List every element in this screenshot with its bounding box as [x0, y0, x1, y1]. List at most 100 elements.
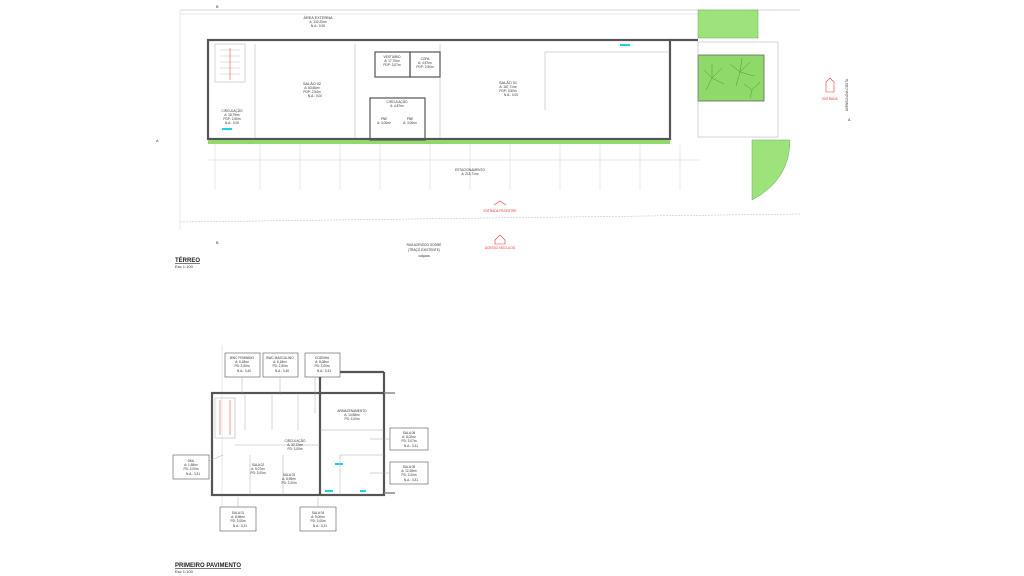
label: BWC FEMININO [230, 356, 254, 360]
label: (TRAÇO EXISTENTE) [408, 248, 440, 252]
label: N.A.: 0,00 [504, 93, 518, 97]
label: A: 8,95m² [282, 477, 296, 481]
parking-lines [208, 144, 700, 190]
terreo-scale: Esc 1:100 [175, 264, 194, 269]
label: A: 18,79m² [224, 113, 240, 117]
callout-cozinha: COZINHA A: 8,08m² PD: 3,00m N.A.: 3,31 [304, 352, 341, 413]
label: A: 9,07m² [251, 467, 265, 471]
label: PD: 2,50m [272, 364, 287, 368]
label: N.A.: 3,40 [275, 369, 289, 373]
label: A: 215,71m² [461, 172, 478, 176]
label: PD: 3,00m [401, 473, 416, 477]
label: DML [188, 459, 195, 463]
label: A: 9,00m² [311, 515, 325, 519]
primeiro-scale: Esc 1:100 [175, 569, 194, 574]
label: N.A.: 0,00 [225, 121, 239, 125]
section-mark-a-right: A [848, 118, 851, 122]
callout-dml: DML A: 1,68m² PD: 3,00m N.A.: 3,31 [172, 454, 224, 480]
estacionamento-label: ESTACIONAMENTO [455, 168, 485, 172]
armazenamento-label: ARMAZENAMENTO [337, 409, 367, 413]
street-name: RUA AZEVEDO SODRÉ [407, 242, 442, 247]
label: A: 3,00m² [403, 121, 417, 125]
copa-label: COPA [421, 57, 431, 61]
section-mark-a-left: A [156, 139, 159, 143]
label: PD: 3,00m [250, 471, 265, 475]
stair [214, 43, 246, 83]
label: BWC MASCULINO [266, 356, 294, 360]
label: PDP: 3,07m [383, 63, 401, 67]
callout-sala-06: SALA 06 A: 8,02m² PD: 3,07m N.A.: 3,31 [370, 427, 429, 451]
callout-bwc-masculino: BWC MASCULINO A: 6,18m² PD: 2,50m N.A.: … [262, 352, 299, 395]
label: COZINHA [315, 356, 330, 360]
label: PD: 3,00m [314, 364, 329, 368]
label: N.A.: 3,31 [233, 524, 247, 528]
first-floor-stair [214, 397, 236, 439]
label: B [216, 5, 219, 9]
terreo-plan: ÁREA EXTERNA A: 132,20m² N.A.: 0,00 SALÃ… [156, 5, 851, 269]
label: A: 14,58m² [344, 413, 360, 417]
label: A: 1,68m² [184, 463, 198, 467]
label: PNE [407, 117, 414, 121]
callout-sala-01: SALA 01 A: 8,96m² PD: 3,00m N.A.: 3,31 [219, 497, 257, 532]
label: A: 6,18m² [235, 360, 249, 364]
label: PNE [381, 117, 388, 121]
label: PD: 3,00m [183, 467, 198, 471]
grass-strip [208, 140, 670, 144]
label: PDP: 2,60m [223, 117, 241, 121]
label: A: 8,96m² [231, 515, 245, 519]
vestiario-label: VESTIÁRIO [383, 55, 401, 59]
label: N.A.: 3,31 [404, 478, 418, 482]
sala03-label: SALA 03 [283, 473, 296, 477]
label: A: 8,02m² [402, 435, 416, 439]
label: SALA 05 [403, 465, 416, 469]
callout-sala-05: SALA 05 A: 12,28m² PD: 3,00m N.A.: 3,31 [370, 461, 429, 485]
label: PD: 3,07m [401, 439, 416, 443]
callout-bwc-feminino: BWC FEMININO A: 6,18m² PD: 2,50m N.A.: 3… [224, 352, 261, 395]
label: ACESSO VEÍCULOS [485, 246, 515, 250]
label: A: 83,56m² [304, 86, 320, 90]
circulacao-label: CIRCULAÇÃO [387, 99, 408, 104]
label: A: 8,08m² [315, 360, 329, 364]
label: A: 132,20m² [309, 20, 326, 24]
callout-sala-04: SALA 04 A: 9,00m² PD: 3,00m N.A.: 3,31 [299, 497, 337, 532]
label: PD: 3,00m [281, 481, 296, 485]
label: PD: 2,50m [234, 364, 249, 368]
avenue-label: AVENIDA ANA COSTA [845, 78, 849, 111]
label: A: 4,87m² [418, 61, 432, 65]
salao02-label: SALÃO 02 [303, 81, 321, 86]
label: PDP: 2,50m [416, 65, 434, 69]
label: A: 17,70m² [384, 59, 400, 63]
label: N.A.: 3,31 [404, 444, 418, 448]
label: PDP: 2,54m [303, 90, 321, 94]
circulacao2-label: CIRCULAÇÃO [222, 108, 243, 113]
label: A: 6,18m² [273, 360, 287, 364]
street-boundary [179, 213, 801, 223]
garden-top [697, 9, 759, 39]
label: N.A.: 0,00 [311, 24, 325, 28]
primeiro-title: PRIMEIRO PAVIMENTO [175, 563, 241, 569]
terreo-title: TÉRREO [175, 256, 200, 264]
label: PD: 3,00m [344, 417, 359, 421]
label: ENTRADA [822, 97, 838, 101]
label: A: 3,00m² [377, 121, 391, 125]
label: calçada [419, 254, 430, 258]
primeiro-pavimento-plan: CIRCULAÇÃO A: 32,72m² PD: 3,00m ARMAZENA… [172, 345, 429, 574]
label: SALA 06 [403, 431, 416, 435]
label: A: 4,87m² [390, 104, 404, 108]
first-floor-walls [210, 391, 386, 497]
label: PDP: 3,50m [499, 89, 517, 93]
label: N.A.: 3,31 [313, 524, 327, 528]
label: N.A.: 3,31 [186, 472, 200, 476]
sala02-label: SALA 02 [252, 463, 265, 467]
label: SALA 01 [232, 511, 245, 515]
label: A: 32,72m² [287, 443, 303, 447]
label: PD: 3,00m [230, 519, 245, 523]
salao01-label: SALÃO 01 [499, 80, 517, 85]
garden-planter [697, 54, 765, 102]
area-externa-label: ÁREA EXTERNA [303, 16, 333, 20]
label: N.A.: 3,31 [317, 369, 331, 373]
label: A: 187,71m² [499, 85, 516, 89]
label: PD: 3,00m [287, 447, 302, 451]
section-mark-b: B [216, 241, 219, 245]
